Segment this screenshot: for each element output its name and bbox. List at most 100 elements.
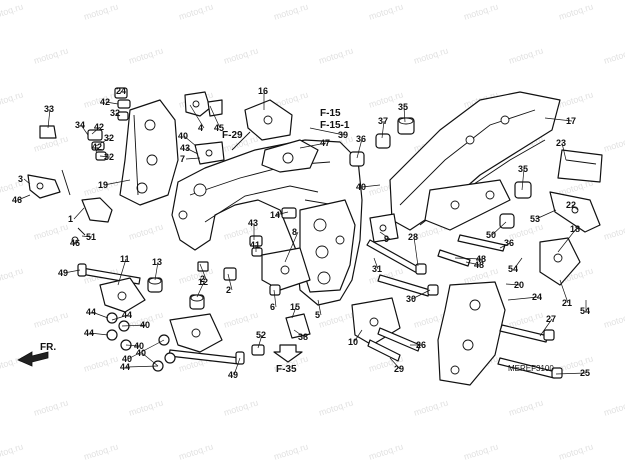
leader-line (309, 127, 345, 136)
long-bolt-27 (499, 324, 555, 343)
callout-label: 29 (394, 364, 404, 374)
leader-line (411, 289, 431, 300)
watermark-text: motoq.ru (603, 309, 625, 329)
leader-line (99, 155, 111, 158)
leader-line (95, 146, 99, 153)
callout-label: 48 (474, 260, 484, 270)
bolt-43 (249, 235, 263, 257)
watermark-text: motoq.ru (83, 1, 120, 21)
bushing-35-top (397, 117, 415, 135)
leader-line (183, 135, 197, 147)
collar-12 (189, 294, 205, 310)
leader-line (379, 231, 391, 240)
leader-line (47, 108, 51, 129)
leader-line (196, 281, 205, 298)
leader-line (91, 311, 109, 319)
callout-label: 32 (110, 108, 120, 118)
leader-line (535, 209, 557, 220)
callout-label: 47 (320, 138, 330, 148)
callout-label: 44 (120, 362, 130, 372)
callout-label: 40 (136, 348, 146, 358)
watermark-text: motoq.ru (413, 45, 450, 65)
leader-line (539, 318, 553, 337)
callout-label: 16 (258, 86, 268, 96)
callout-label: 40 (356, 182, 366, 192)
engine-hanger-left (119, 99, 179, 206)
leader-line (63, 269, 81, 274)
callout-label: 27 (546, 314, 556, 324)
leader-line (103, 179, 131, 186)
watermark-text: motoq.ru (603, 45, 625, 65)
callout-label: 15 (290, 302, 300, 312)
callout-label: 17 (566, 116, 576, 126)
long-bolt-48 (437, 249, 471, 267)
bolt-52 (251, 344, 265, 356)
leader-line (361, 184, 381, 188)
leader-line (23, 178, 31, 185)
leader-line (119, 90, 123, 94)
leader-line (353, 329, 363, 343)
long-bolt-30 (377, 274, 439, 297)
leader-line (189, 104, 205, 129)
callout-label: 42 (94, 122, 104, 132)
bracket-9 (369, 213, 399, 243)
watermark-text: motoq.ru (558, 89, 595, 109)
callout-label: 25 (580, 368, 590, 378)
leader-line (454, 257, 483, 260)
leader-line (557, 228, 577, 253)
watermark-text: motoq.ru (318, 309, 355, 329)
callout-label: 12 (198, 277, 208, 287)
plate-15 (285, 313, 311, 339)
callout-label: 51 (86, 232, 96, 242)
callout-label: 3 (18, 174, 23, 184)
watermark-text: motoq.ru (33, 221, 70, 241)
bracket-8 (261, 247, 311, 291)
direction-label: FR. (40, 342, 56, 353)
leader-line (555, 372, 587, 375)
nut-2-b (223, 267, 237, 281)
leader-line (185, 157, 201, 160)
bracket-1 (71, 197, 113, 244)
diagram-code: MEREF3100 (508, 364, 554, 373)
leader-line (403, 106, 406, 123)
callout-label: 40 (122, 354, 132, 364)
watermark-text: motoq.ru (413, 397, 450, 417)
watermark-text: motoq.ru (508, 45, 545, 65)
watermark-text: motoq.ru (273, 1, 310, 21)
arrow-f35 (273, 344, 303, 363)
callout-label: 44 (86, 307, 96, 317)
nut-2-a (197, 261, 209, 272)
callout-label: 6 (270, 302, 275, 312)
callout-label: 34 (75, 120, 85, 130)
leader-line (115, 112, 121, 117)
leader-line (257, 334, 263, 349)
callout-label: 48 (476, 254, 486, 264)
watermark-text: motoq.ru (0, 441, 24, 461)
watermark-text: motoq.ru (83, 353, 120, 373)
leader-line (111, 314, 129, 321)
watermark-text: motoq.ru (178, 441, 215, 461)
watermark-text: motoq.ru (0, 89, 24, 109)
leader-line (125, 365, 159, 368)
callout-label: 53 (530, 214, 540, 224)
callout-label: 44 (122, 310, 132, 320)
rear-subframe (389, 91, 561, 231)
watermark-text: motoq.ru (318, 45, 355, 65)
long-bolt-28 (366, 239, 427, 275)
long-bolt-36 (457, 234, 506, 252)
watermark-text: motoq.ru (0, 1, 24, 21)
leader-line (273, 289, 277, 308)
leader-line (513, 257, 523, 270)
bracket-4-45 (184, 91, 223, 117)
leader-line (491, 221, 507, 236)
long-bolt-29 (367, 339, 401, 362)
callout-label: 26 (416, 340, 426, 350)
leader-line (521, 168, 525, 191)
callout-label: 14 (270, 210, 280, 220)
leader-line (465, 261, 481, 266)
bracket-16 (231, 99, 293, 151)
leader-line (95, 137, 111, 147)
reference-label: F-29 (222, 130, 243, 141)
callout-label: 10 (348, 337, 358, 347)
